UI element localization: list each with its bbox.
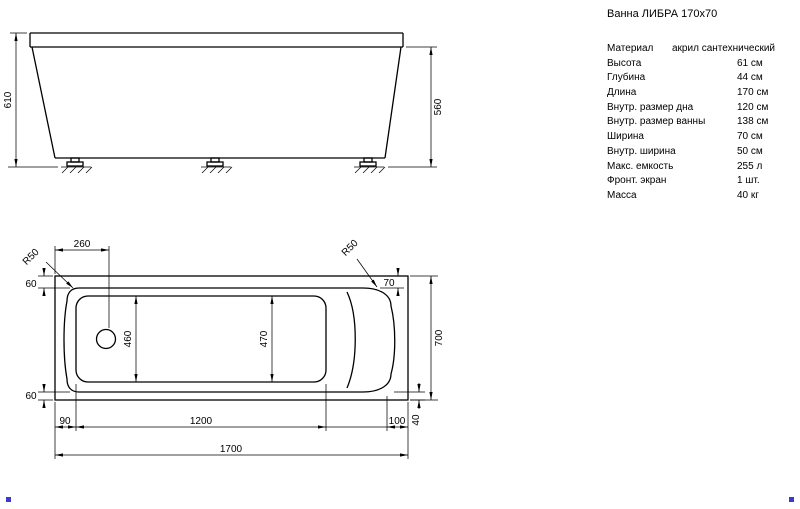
spec-row-inner-size: Внутр. размер ванны 138 см <box>607 117 800 132</box>
tub-inner-rim <box>63 287 396 393</box>
spec-label: Фронт. экран <box>607 175 667 187</box>
spec-row-front-panel: Фронт. экран 1 шт. <box>607 176 800 191</box>
bathtub-front-outline <box>29 32 404 167</box>
spec-row-depth: Глубина 44 см <box>607 73 800 88</box>
spec-row-material: Материал акрил сантехнический <box>607 44 800 59</box>
spec-value: 44 см <box>737 72 763 84</box>
spec-label: Глубина <box>607 72 646 84</box>
tub-floor <box>75 295 327 383</box>
radius-top-right-label: R50 <box>340 238 361 259</box>
spec-label: Макс. емкость <box>607 160 674 172</box>
front-view: 610 560 <box>3 32 444 174</box>
spec-row-mass: Масса 40 кг <box>607 189 800 206</box>
dim-40-label: 40 <box>411 414 422 426</box>
spec-value: 120 см <box>737 101 769 113</box>
spec-value: 170 см <box>737 87 769 99</box>
resize-handle-bottom-right[interactable] <box>789 497 794 502</box>
spec-row-width: Ширина 70 см <box>607 132 800 147</box>
spec-value: 61 см <box>737 57 763 69</box>
dim-60-top-label: 60 <box>25 279 37 290</box>
spec-row-capacity: Макс. емкость 255 л <box>607 160 800 177</box>
dim-560-label: 560 <box>433 98 444 115</box>
spec-label: Высота <box>607 57 642 69</box>
spec-label: Внутр. размер ванны <box>607 116 706 128</box>
plan-dimension-lines <box>38 246 438 459</box>
dim-60-bottom-label: 60 <box>25 391 37 402</box>
spec-row-height: Высота 61 см <box>607 57 800 74</box>
dim-460-label: 460 <box>123 330 134 347</box>
spec-value: 50 см <box>737 145 763 157</box>
spec-value: 70 см <box>737 131 763 143</box>
ground-hatch <box>60 166 386 174</box>
spec-label: Внутр. размер дна <box>607 101 694 113</box>
spec-label: Масса <box>607 189 637 201</box>
radius-top-left-label: R50 <box>21 247 42 268</box>
spec-label: Внутр. ширина <box>607 145 676 157</box>
dim-1200-label: 1200 <box>190 416 213 427</box>
bathtub-plan-outline <box>54 275 409 401</box>
tub-foot <box>206 157 224 167</box>
tub-foot <box>359 157 377 167</box>
spec-value: 138 см <box>737 116 769 128</box>
spec-row-inner-bottom: Внутр. размер дна 120 см <box>607 101 800 118</box>
spec-row-inner-width: Внутр. ширина 50 см <box>607 145 800 162</box>
resize-handle-bottom-left[interactable] <box>6 497 11 502</box>
plan-view: 260 R50 R50 60 70 460 470 700 60 90 1200… <box>21 238 445 459</box>
spec-label: Длина <box>607 87 637 99</box>
spec-label: Ширина <box>607 131 644 143</box>
dim-1700-label: 1700 <box>220 444 243 455</box>
dim-90-label: 90 <box>59 416 71 427</box>
page-title: Ванна ЛИБРА 170x70 <box>607 8 718 20</box>
dim-100-label: 100 <box>389 416 406 427</box>
spec-table: Материал акрил сантехнический Высота 61 … <box>607 44 800 206</box>
drain-icon <box>95 328 117 350</box>
spec-row-length: Длина 170 см <box>607 88 800 103</box>
spec-value: 40 кг <box>737 189 759 201</box>
tub-slope-curve <box>346 291 356 389</box>
tub-outer-rect <box>54 275 409 401</box>
dim-470-label: 470 <box>259 330 270 347</box>
dim-700-label: 700 <box>434 329 445 346</box>
dim-260-label: 260 <box>74 239 91 250</box>
dim-610-label: 610 <box>3 91 14 108</box>
front-dimension-lines <box>8 32 437 168</box>
spec-label: Материал <box>607 43 654 54</box>
spec-value: акрил сантехнический <box>672 43 776 54</box>
spec-value: 1 шт. <box>737 175 760 187</box>
tub-foot <box>66 157 84 167</box>
dim-70-label: 70 <box>383 278 395 289</box>
spec-value: 255 л <box>737 160 763 172</box>
